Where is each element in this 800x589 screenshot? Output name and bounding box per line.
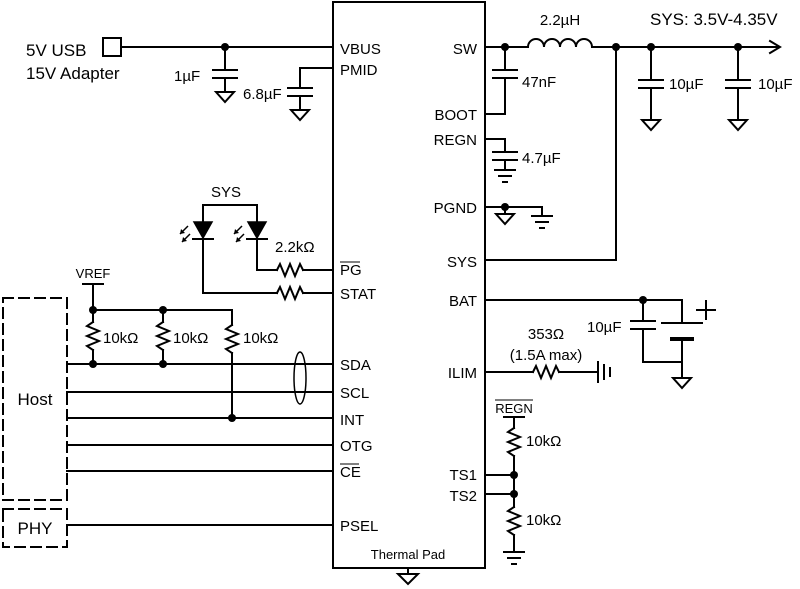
- ts-resistor-top-label: 10kΩ: [526, 433, 561, 450]
- input-connector: [102, 37, 122, 57]
- regn-ts-label: REGN: [495, 401, 533, 416]
- pin-sw: SW: [453, 41, 478, 58]
- pin-pg: PG: [340, 262, 362, 279]
- host-block: [2, 297, 68, 501]
- regn-capacitor: [484, 138, 518, 183]
- vbus-cap-label: 1µF: [174, 68, 200, 85]
- host-label: Host: [18, 390, 53, 409]
- pullup-sda-label: 10kΩ: [103, 330, 138, 347]
- pmid-capacitor: [287, 67, 334, 122]
- led-pg: [233, 221, 268, 243]
- inductor-label: 2.2µH: [540, 12, 580, 29]
- pin-boot: BOOT: [434, 107, 477, 124]
- stat-resistor-path: [202, 238, 334, 302]
- sys-cap-2-label: 10µF: [758, 76, 793, 93]
- sys-cap-1-label: 10µF: [669, 76, 704, 93]
- sys-capacitor-1: [638, 46, 664, 132]
- pin-scl: SCL: [340, 385, 369, 402]
- boot-capacitor: [484, 46, 518, 115]
- sys-led-net-label: SYS: [211, 184, 241, 201]
- pin-ilim: ILIM: [448, 365, 477, 382]
- pin-pgnd: PGND: [434, 200, 478, 217]
- pin-ce: CE: [340, 464, 361, 481]
- ilim-resistor-path: [484, 361, 611, 383]
- regn-cap-label: 4.7µF: [522, 150, 561, 167]
- sys-output-arrow: [768, 39, 782, 55]
- bat-capacitor: [630, 299, 683, 363]
- scl-pullup-junction: [159, 360, 167, 368]
- ts-resistor-bottom: [503, 493, 525, 565]
- ts1-junction: [510, 471, 518, 479]
- pin-ts2: TS2: [449, 488, 477, 505]
- vref-label: VREF: [76, 266, 111, 281]
- pmid-cap-label: 6.8µF: [243, 86, 282, 103]
- pin-vbus: VBUS: [340, 41, 381, 58]
- thermal-pad-ground-symbol: [395, 567, 421, 586]
- pin-bat: BAT: [449, 293, 477, 310]
- phy-label: PHY: [18, 519, 53, 538]
- thermal-pad-label: Thermal Pad: [371, 547, 445, 562]
- bat-cap-label: 10µF: [587, 319, 622, 336]
- int-junction: [228, 414, 236, 422]
- pullup-resistor-scl: [154, 309, 172, 365]
- pin-otg: OTG: [340, 438, 373, 455]
- inductor: [526, 38, 594, 49]
- input-label-adapter: 15V Adapter: [26, 64, 120, 83]
- led-supply-wire: [202, 204, 258, 223]
- ilim-resistor-label: 353Ω: [528, 326, 564, 343]
- vbus-capacitor: [212, 46, 238, 104]
- pin-sys: SYS: [447, 254, 477, 271]
- sys-capacitor-2: [725, 46, 751, 132]
- sda-junction: [89, 360, 97, 368]
- pin-pmid: PMID: [340, 62, 378, 79]
- battery-symbol: [661, 299, 716, 390]
- i2c-bus-marker: [293, 351, 307, 405]
- input-label-usb: 5V USB: [26, 41, 86, 60]
- pullup-resistor-int: [223, 323, 241, 419]
- pgnd-ground: [484, 203, 553, 229]
- ts-resistor-top: [505, 416, 523, 476]
- ilim-resistor-note: (1.5A max): [510, 347, 583, 364]
- sys-output-label: SYS: 3.5V-4.35V: [650, 10, 778, 29]
- pin-ts1: TS1: [449, 467, 477, 484]
- phy-block: [2, 508, 68, 548]
- pin-stat: STAT: [340, 286, 376, 303]
- pg-resistor-path: [256, 238, 334, 279]
- led-stat: [179, 221, 214, 243]
- ts-resistor-bottom-label: 10kΩ: [526, 512, 561, 529]
- pin-regn: REGN: [434, 132, 477, 149]
- pullup-scl-label: 10kΩ: [173, 330, 208, 347]
- pg-resistor-label: 2.2kΩ: [275, 239, 315, 256]
- pin-sda: SDA: [340, 357, 371, 374]
- boot-cap-label: 47nF: [522, 74, 556, 91]
- pullup-resistor-sda: [84, 309, 102, 365]
- pin-int: INT: [340, 412, 364, 429]
- pullup-int-label: 10kΩ: [243, 330, 278, 347]
- sys-pin-wire: [484, 46, 617, 261]
- pin-psel: PSEL: [340, 518, 378, 535]
